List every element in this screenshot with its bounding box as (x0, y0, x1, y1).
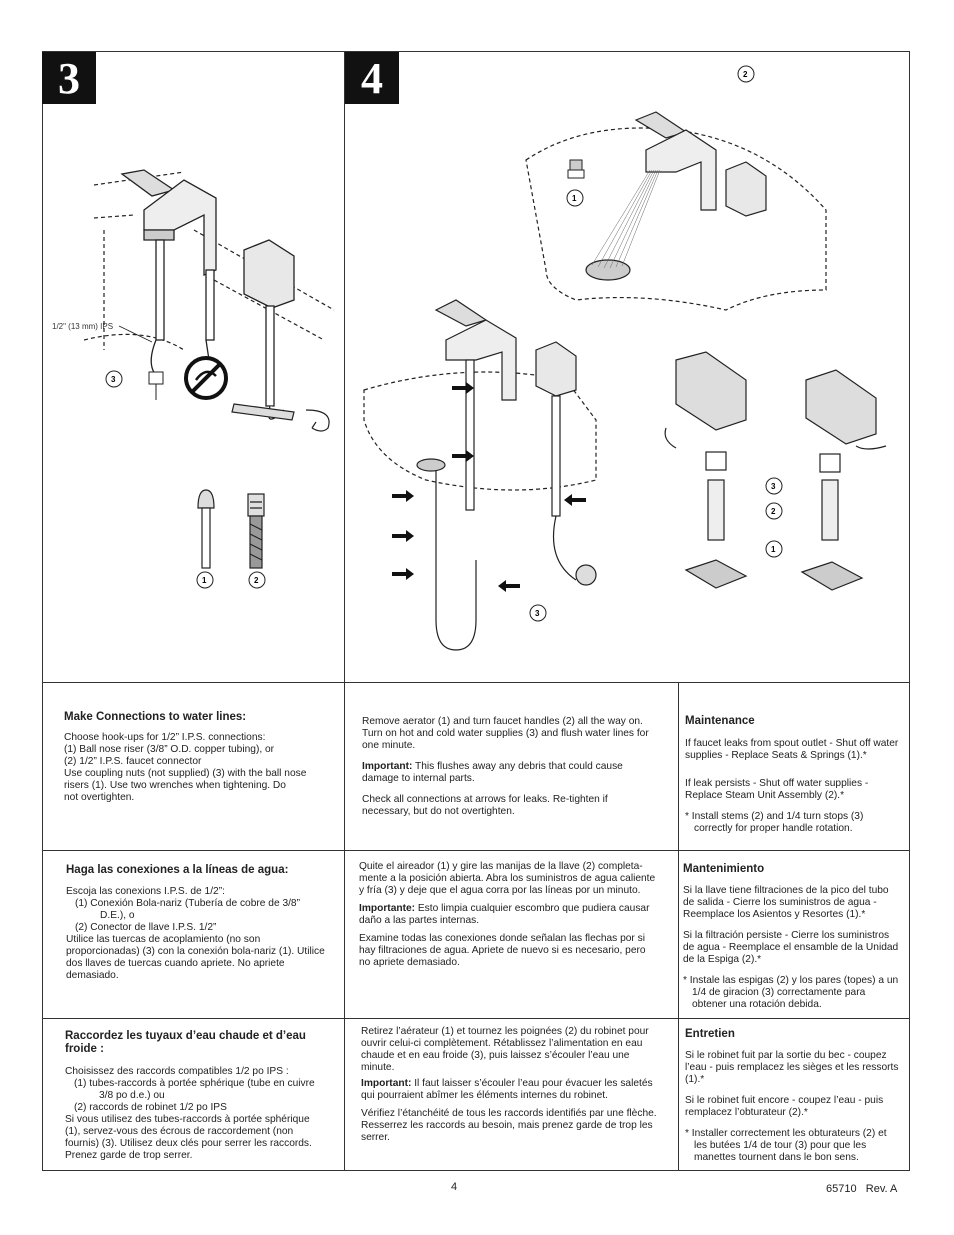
faucet-icon (120, 169, 295, 420)
en-flush-section: Remove aerator (1) and turn faucet handl… (362, 716, 658, 827)
row-divider-2 (42, 850, 910, 851)
svg-text:2: 2 (743, 70, 748, 79)
es-connect-l5: Utilice las tuercas de acoplamiento (no … (66, 934, 325, 981)
en-connect-line-6: not overtighten. (64, 792, 135, 803)
en-maint-p2: If leak persists - Shut off water suppli… (685, 778, 869, 801)
callout-right-2: 2 (765, 502, 783, 520)
fr-maint-p1: Si le robinet fuit par la sortie du bec … (685, 1050, 899, 1085)
fr-connect-l4: (2) raccords de robinet 1/2 po IPS (74, 1102, 227, 1113)
en-important-label: Important: (362, 761, 413, 772)
step-4-illustration: 2 1 3 (363, 65, 887, 651)
en-flush-p1: Remove aerator (1) and turn faucet handl… (362, 716, 649, 751)
en-connect-line-3: (2) 1/2” I.P.S. faucet connector (64, 756, 202, 767)
es-connect-l1: Escoja las conexions I.P.S. de 1/2”: (66, 886, 225, 897)
aerator-icon (567, 159, 585, 179)
es-maint-p1: Si la llave tiene filtraciones de la pic… (683, 885, 889, 920)
ips-label: 1/2" (13 mm) IPS (52, 322, 113, 331)
column-divider-2 (678, 682, 679, 1171)
fr-maint-section: Entretien Si le robinet fuit par la sort… (685, 1028, 901, 1173)
fr-important-text: Il faut laisser s’écouler l’eau pour éva… (361, 1078, 653, 1101)
arrow-icon (392, 382, 586, 592)
es-connect-title: Haga las conexiones a la líneas de agua: (66, 864, 289, 876)
svg-text:3: 3 (535, 609, 540, 618)
svg-text:3: 3 (111, 375, 116, 384)
row-divider-3 (42, 1018, 910, 1019)
step-3-number: 3 (42, 52, 96, 104)
fr-maint-p2: Si le robinet fuit encore - coupez l’eau… (685, 1095, 884, 1118)
es-maint-title: Mantenimiento (683, 863, 765, 875)
svg-text:1: 1 (771, 545, 776, 554)
fr-flush-p2: Important: Il faut laisser s’écouler l’e… (361, 1078, 661, 1102)
callout-2: 2 (248, 571, 266, 589)
fr-important-label: Important: (361, 1078, 412, 1089)
wrench-rotate-icon (231, 403, 330, 432)
document-number: 65710 Rev. A (826, 1183, 898, 1195)
coupling-nut-icon (148, 371, 164, 400)
es-connect-l2: (1) Conexión Bola-nariz (Tubería de cobr… (75, 898, 300, 909)
es-maint-section: Mantenimiento Si la llave tiene filtraci… (683, 863, 901, 1020)
es-connect-l4: (2) Conector de llave I.P.S. 1/2” (75, 922, 217, 933)
callout-right-3: 3 (765, 477, 783, 495)
callout-top-1: 1 (566, 189, 584, 207)
fr-connect-title: Raccordez les tuyaux d’eau chaude et d’e… (65, 1030, 306, 1055)
fr-flush-p1: Retirez l’aérateur (1) et tournez les po… (361, 1026, 649, 1073)
fr-connect-l1: Choisissez des raccords compatibles 1/2 … (65, 1066, 289, 1077)
fr-flush-section: Retirez l’aérateur (1) et tournez les po… (361, 1026, 661, 1153)
en-maint-p1: If faucet leaks from spout outlet - Shut… (685, 738, 899, 761)
en-important-text: This flushes away any debris that could … (362, 761, 623, 784)
en-connect-title: Make Connections to water lines: (64, 711, 247, 723)
svg-text:1: 1 (572, 194, 577, 203)
fr-flush-p3: Vérifiez l’étanchéité de tous les raccor… (361, 1108, 657, 1143)
fr-connect-l3: 3/8 po d.e.) ou (99, 1090, 165, 1101)
en-connect-line-5: risers (1). Use two wrenches when tighte… (64, 780, 286, 791)
svg-text:1: 1 (202, 576, 207, 585)
svg-text:3: 3 (771, 482, 776, 491)
fr-maint-p3: * Installer correctement les obturateurs… (685, 1128, 887, 1163)
faucet-flush-icon (525, 111, 827, 311)
braided-connector-icon (247, 493, 265, 569)
page-number: 4 (451, 1181, 458, 1193)
es-connect-l3: D.E.), o (100, 910, 135, 921)
es-maint-p3: * Instale las espigas (2) y los pares (t… (683, 975, 899, 1010)
handle-stem-icon (664, 351, 887, 591)
en-maint-title: Maintenance (685, 715, 755, 727)
es-important-text: Esto limpia cualquier escombro que pudie… (359, 903, 650, 926)
es-flush-section: Quite el aireador (1) y gire las manijas… (359, 861, 657, 978)
es-maint-p2: Si la filtración persiste - Cierre los s… (683, 930, 899, 965)
es-connect-section: Haga las conexiones a la líneas de agua:… (66, 864, 330, 982)
sink-connections-icon (363, 299, 597, 651)
en-connect-line-2: (1) Ball nose riser (3/8” O.D. copper tu… (64, 744, 275, 755)
ball-nose-riser-icon (197, 489, 215, 569)
en-connect-line-4: Use coupling nuts (not supplied) (3) wit… (64, 768, 307, 779)
fr-connect-l5: Si vous utilisez des tubes-raccords à po… (65, 1114, 312, 1161)
fr-maint-title: Entretien (685, 1028, 735, 1040)
column-divider-1 (344, 51, 345, 1171)
en-maint-p3: * Install stems (2) and 1/4 turn stops (… (685, 811, 864, 834)
no-rotate-icon (184, 356, 228, 400)
water-spray-lines (591, 169, 661, 269)
es-flush-p3: Examine todas las conexiones donde señal… (359, 933, 646, 968)
en-maint-section: Maintenance If faucet leaks from spout o… (685, 715, 901, 844)
callout-right-1: 1 (765, 540, 783, 558)
callout-bottom-3: 3 (529, 604, 547, 622)
en-flush-p3: Check all connections at arrows for leak… (362, 794, 608, 817)
callout-top-2: 2 (737, 65, 755, 83)
en-connect-section: Make Connections to water lines: Choose … (64, 711, 334, 804)
en-connect-line-1: Choose hook-ups for 1/2” I.P.S. connecti… (64, 732, 266, 743)
en-flush-p2: Important: This flushes away any debris … (362, 761, 658, 785)
step-3-illustration: 1/2" (13 mm) IPS 3 1 2 (52, 169, 335, 589)
step-4-number: 4 (345, 52, 399, 104)
callout-3: 3 (105, 370, 123, 388)
es-important-label: Importante: (359, 903, 416, 914)
es-flush-p2: Importante: Esto limpia cualquier escomb… (359, 903, 657, 927)
page-frame (42, 51, 910, 1171)
svg-text:2: 2 (254, 576, 259, 585)
svg-text:2: 2 (771, 507, 776, 516)
callout-1: 1 (196, 571, 214, 589)
es-flush-p1: Quite el aireador (1) y gire las manijas… (359, 861, 656, 896)
fr-connect-section: Raccordez les tuyaux d’eau chaude et d’e… (65, 1030, 327, 1162)
row-divider-1 (42, 682, 910, 683)
fr-connect-l2: (1) tubes-raccords à portée sphérique (t… (74, 1078, 315, 1089)
